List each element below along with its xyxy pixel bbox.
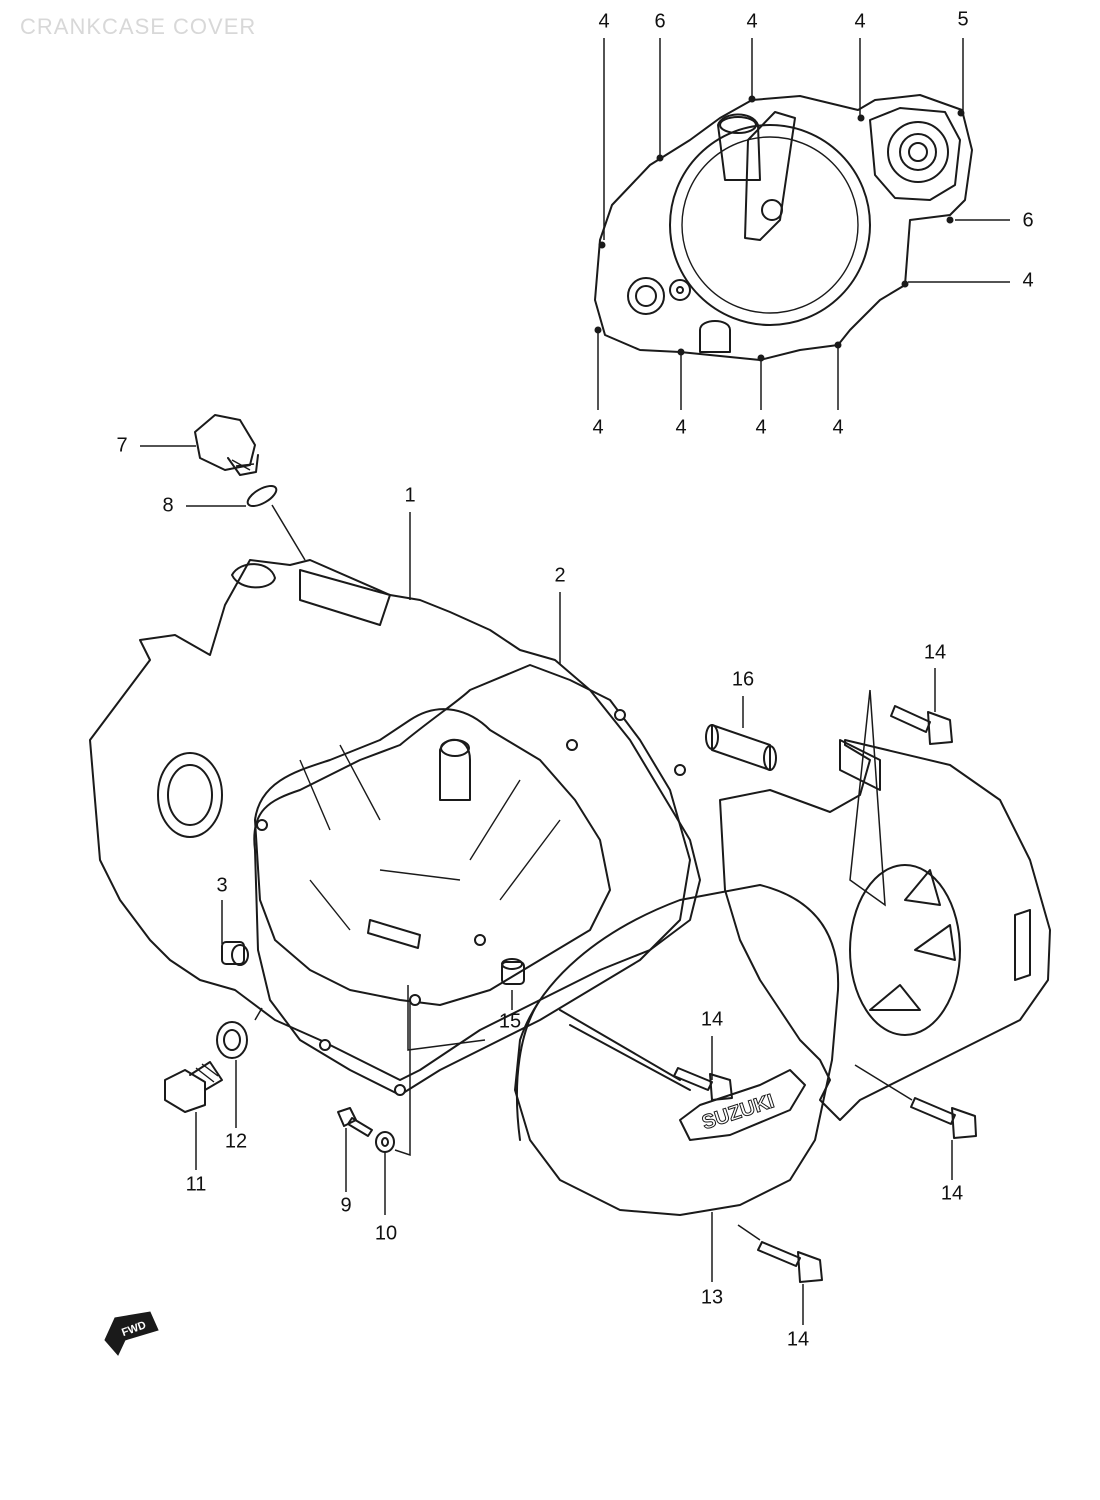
callout-15: 15 xyxy=(499,1010,521,1032)
o-ring xyxy=(246,484,278,508)
gasket-washer-12 xyxy=(216,1021,248,1059)
callout-6: 6 xyxy=(1022,209,1033,231)
callout-4: 4 xyxy=(1022,269,1033,291)
magneto-cover: SUZUKI xyxy=(514,739,1051,1216)
callout-2: 2 xyxy=(554,564,565,586)
callout-13: 13 xyxy=(701,1286,723,1308)
callout-4: 4 xyxy=(755,416,766,438)
callout-4: 4 xyxy=(592,416,603,438)
callout-6: 6 xyxy=(654,10,665,32)
callout-12: 12 xyxy=(225,1130,247,1152)
washer-10 xyxy=(375,1131,395,1153)
callout-14: 14 xyxy=(701,1008,723,1030)
callout-14: 14 xyxy=(787,1328,809,1350)
bolt-14-right xyxy=(910,1097,977,1139)
callout-4: 4 xyxy=(854,10,865,32)
fwd-arrow-icon: FWD xyxy=(104,1311,159,1356)
callout-3: 3 xyxy=(216,874,227,896)
callout-4: 4 xyxy=(746,10,757,32)
bolt-14-bottom xyxy=(757,1241,823,1283)
callout-4: 4 xyxy=(598,10,609,32)
callout-7: 7 xyxy=(116,434,127,456)
dowel-pin-3 xyxy=(221,941,249,966)
bolt-14-top xyxy=(890,705,953,745)
crankcase xyxy=(89,559,701,1081)
callouts: 4 6 4 4 5 6 4 4 4 4 4 7 8 1 2 16 14 3 15… xyxy=(116,8,1033,1350)
bolt-14-mid xyxy=(673,1067,733,1101)
callout-8: 8 xyxy=(162,494,173,516)
bolt-9 xyxy=(337,1107,373,1137)
callout-10: 10 xyxy=(375,1222,397,1244)
callout-11: 11 xyxy=(186,1173,207,1195)
callout-4: 4 xyxy=(832,416,843,438)
callout-5: 5 xyxy=(957,8,968,30)
dowel-pin-15 xyxy=(501,958,525,985)
page-title: CRANKCASE COVER xyxy=(20,14,257,39)
callout-16: 16 xyxy=(732,668,754,690)
drain-plug xyxy=(164,1061,223,1113)
callout-1: 1 xyxy=(404,484,415,506)
oil-filler-cap xyxy=(194,414,259,476)
callout-9: 9 xyxy=(340,1194,351,1216)
leader-lines xyxy=(140,38,1010,1325)
callout-14: 14 xyxy=(924,641,946,663)
callout-14: 14 xyxy=(941,1182,963,1204)
clutch-cover xyxy=(594,94,973,362)
gasket xyxy=(253,664,691,1096)
dowel-pin-16 xyxy=(705,724,777,771)
callout-4: 4 xyxy=(675,416,686,438)
